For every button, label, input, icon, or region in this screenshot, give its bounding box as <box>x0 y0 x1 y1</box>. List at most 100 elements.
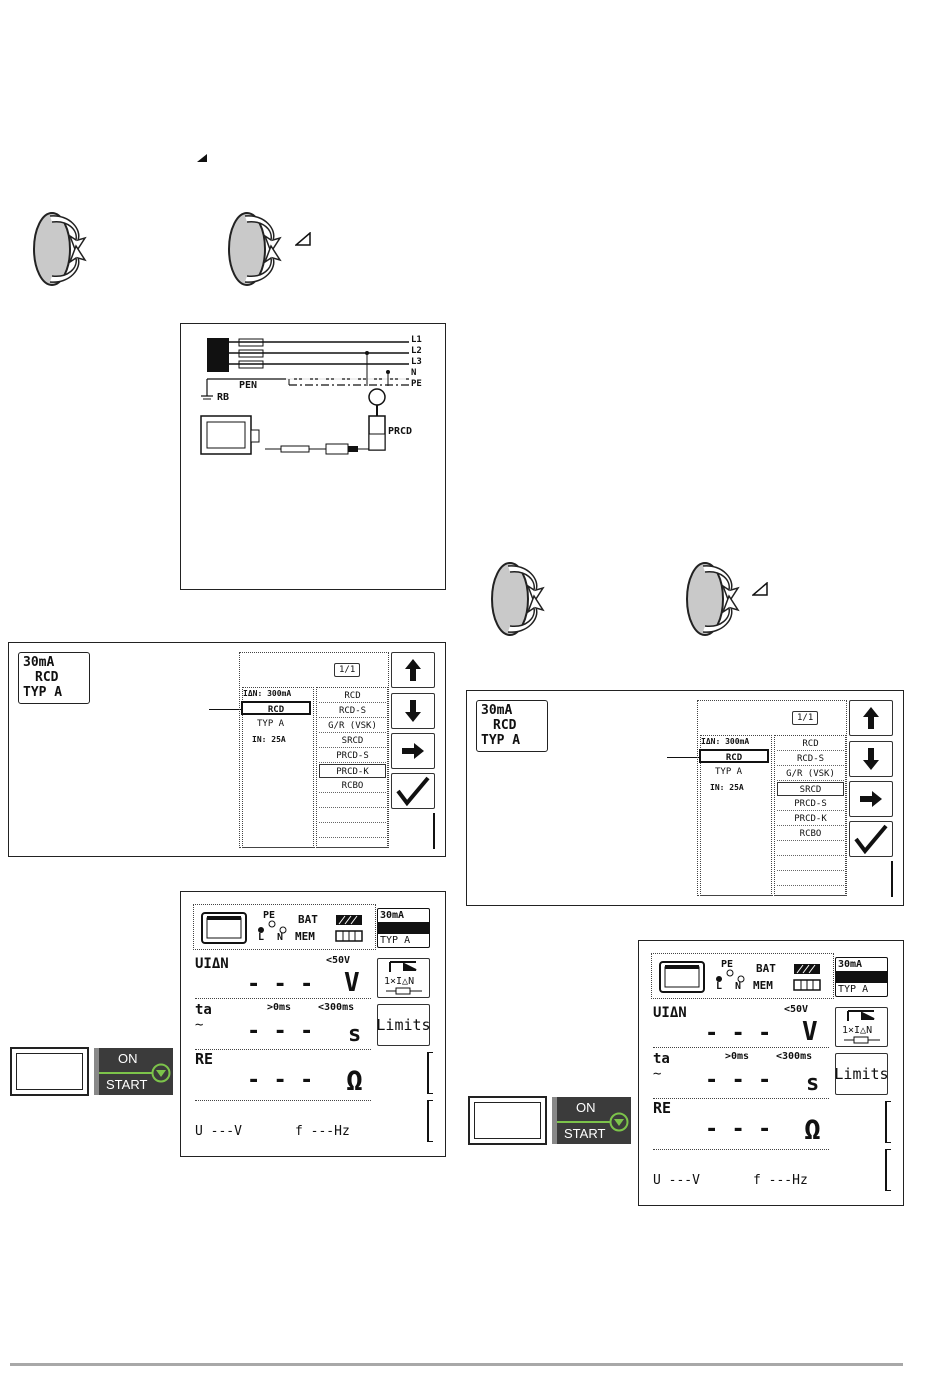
rcd-selection-panel-left: 30mA RCD TYP A 1/1 IΔN: 300mA RCD TYP A … <box>8 642 446 857</box>
instrument-icon <box>201 912 247 944</box>
start-arrow-icon <box>151 1063 171 1083</box>
arrow-up-icon <box>863 707 879 729</box>
srcd-item[interactable]: SRCD <box>319 734 386 748</box>
single-test-icon: 1×I△N <box>384 961 422 995</box>
limits-button[interactable]: Limits <box>834 1053 889 1095</box>
rcbo-item[interactable]: RCBO <box>319 779 386 793</box>
divider <box>653 1098 829 1099</box>
l-label: L <box>258 932 265 943</box>
uin-limit: <50V <box>326 955 351 966</box>
rcd-s-item[interactable]: RCD-S <box>777 752 844 766</box>
uin-label: UIΔN <box>195 956 229 972</box>
header-current: 30mA <box>838 959 863 970</box>
pe-label: PE <box>721 959 734 970</box>
rotary-switch-icon <box>228 212 282 286</box>
header-black-bar <box>378 922 429 934</box>
param-rcd-selected[interactable]: RCD <box>699 749 769 763</box>
key-button[interactable] <box>468 1096 547 1145</box>
bat-label: BAT <box>298 913 318 926</box>
socket-pins-icon <box>716 969 745 983</box>
srcd-item[interactable]: SRCD <box>777 782 844 796</box>
scroll-bracket <box>891 861 893 897</box>
empty-item <box>319 809 386 823</box>
param-in: IN: 25A <box>252 735 286 744</box>
ta-value: - - - <box>247 1019 314 1044</box>
status-current: 30mA <box>481 703 513 718</box>
ramp-symbol-icon <box>295 232 311 246</box>
status-type: RCD <box>35 670 59 685</box>
header-type: TYP A <box>380 935 411 946</box>
line-label-l2: L2 <box>411 346 422 356</box>
param-rcd-selected[interactable]: RCD <box>241 701 311 715</box>
page-indicator-text: 1/1 <box>339 665 356 675</box>
divider <box>195 1100 371 1101</box>
uin-label: UIΔN <box>653 1005 687 1021</box>
line-label-l1: L1 <box>411 335 422 345</box>
start-label: START <box>106 1077 148 1092</box>
pe-label: PE <box>263 910 276 921</box>
key-inner <box>16 1053 83 1090</box>
measurement-screen-left: PE L N BAT MEM 30mA TYP A UIΔN <50V - - … <box>180 891 446 1157</box>
battery-icon <box>794 964 820 974</box>
on-label: ON <box>118 1051 138 1066</box>
gr-vsk-item[interactable]: G/R (VSK) <box>319 719 386 733</box>
start-key[interactable]: ON START <box>552 1097 631 1144</box>
status-current: 30mA <box>23 655 55 670</box>
wiring-diagram <box>200 338 409 455</box>
up-button[interactable] <box>849 700 893 736</box>
line-label-l3: L3 <box>411 357 422 367</box>
checkmark-icon <box>396 776 430 806</box>
single-test-button[interactable]: 1×I△N <box>377 958 430 998</box>
prcd-s-item[interactable]: PRCD-S <box>319 749 386 763</box>
svg-text:1×I△N: 1×I△N <box>384 976 414 987</box>
down-button[interactable] <box>849 741 893 777</box>
rotary-switch-icon <box>491 562 545 636</box>
down-button[interactable] <box>391 693 435 729</box>
single-test-button[interactable]: 1×I△N <box>835 1007 888 1047</box>
arrow-down-icon <box>405 700 421 722</box>
up-button[interactable] <box>391 652 435 688</box>
memory-icon <box>793 979 821 991</box>
rcd-selection-panel-right: 30mA RCD TYP A 1/1 IΔN: 300mA RCD TYP A … <box>466 690 904 906</box>
rcbo-item[interactable]: RCBO <box>777 827 844 841</box>
confirm-button[interactable] <box>391 773 435 809</box>
header-status-box: 30mA TYP A <box>377 908 430 948</box>
prcd-k-item[interactable]: PRCD-K <box>319 764 386 778</box>
frequency-readout: f ---Hz <box>753 1173 808 1188</box>
re-value: - - - <box>247 1068 314 1093</box>
start-key[interactable]: ON START <box>94 1048 173 1095</box>
ta-limit-min: >0ms <box>725 1051 750 1062</box>
param-idn: IΔN: 300mA <box>243 689 292 698</box>
right-button[interactable] <box>391 733 435 769</box>
start-key-stripe <box>552 1097 557 1144</box>
divider <box>653 1047 829 1048</box>
rcd-item[interactable]: RCD <box>777 737 844 751</box>
header-current: 30mA <box>380 910 405 921</box>
n-label: N <box>735 981 742 992</box>
gr-vsk-item[interactable]: G/R (VSK) <box>777 767 844 781</box>
prcd-label: PRCD <box>388 426 413 437</box>
single-test-icon: 1×I△N <box>842 1010 880 1044</box>
scroll-bracket <box>885 1101 891 1143</box>
right-button[interactable] <box>849 781 893 817</box>
rcd-item[interactable]: RCD <box>319 689 386 703</box>
ramp-symbol-small-icon <box>197 154 207 162</box>
parameter-list <box>700 735 772 896</box>
arrow-down-icon <box>863 748 879 770</box>
key-button[interactable] <box>10 1047 89 1096</box>
rotary-switch-icon <box>33 212 87 286</box>
voltage-readout: U ---V <box>195 1124 242 1139</box>
uin-value: - - - <box>705 1021 772 1046</box>
prcd-s-item[interactable]: PRCD-S <box>777 797 844 811</box>
confirm-button[interactable] <box>849 821 893 857</box>
prcd-k-item[interactable]: PRCD-K <box>777 812 844 826</box>
param-in: IN: 25A <box>710 783 744 792</box>
ramp-symbol-icon <box>752 582 768 596</box>
rcd-s-item[interactable]: RCD-S <box>319 704 386 718</box>
empty-item <box>319 824 386 838</box>
line-label-n: N <box>411 368 417 378</box>
limits-button[interactable]: Limits <box>376 1004 431 1046</box>
socket-pins-icon <box>258 920 287 934</box>
rb-label: RB <box>217 392 230 403</box>
page-indicator: 1/1 <box>792 711 819 725</box>
